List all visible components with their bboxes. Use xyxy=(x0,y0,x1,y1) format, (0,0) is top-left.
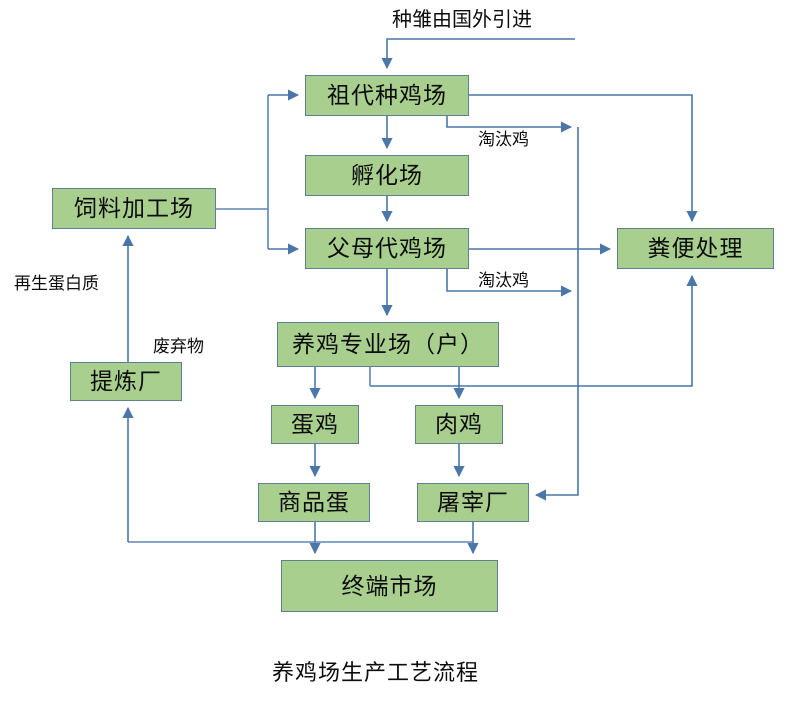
edge-label-imported-chicks: 种雏由国外引进 xyxy=(392,9,532,31)
edge-label-culled-chickens-top: 淘汰鸡 xyxy=(478,130,529,149)
node-broiler-chicken[interactable]: 肉鸡 xyxy=(415,405,503,444)
node-feed-processing-plant[interactable]: 饲料加工场 xyxy=(52,188,216,229)
edge-label-waste: 废弃物 xyxy=(153,337,204,356)
node-manure-treatment[interactable]: 粪便处理 xyxy=(617,228,774,269)
edge-label-recycled-protein: 再生蛋白质 xyxy=(14,274,99,293)
node-parent-breeder-farm[interactable]: 父母代鸡场 xyxy=(305,228,469,269)
node-slaughterhouse[interactable]: 屠宰厂 xyxy=(417,483,529,522)
node-commercial-eggs[interactable]: 商品蛋 xyxy=(258,483,370,522)
node-grandparent-breeder-farm[interactable]: 祖代种鸡场 xyxy=(305,75,469,116)
edge-label-culled-chickens-bottom: 淘汰鸡 xyxy=(478,271,529,290)
node-refinery[interactable]: 提炼厂 xyxy=(70,362,182,401)
node-layer-hen[interactable]: 蛋鸡 xyxy=(271,405,359,444)
node-hatchery[interactable]: 孵化场 xyxy=(305,155,469,196)
node-specialized-chicken-farm[interactable]: 养鸡专业场（户） xyxy=(277,322,499,367)
node-end-market[interactable]: 终端市场 xyxy=(281,560,498,612)
diagram-caption: 养鸡场生产工艺流程 xyxy=(272,660,480,685)
